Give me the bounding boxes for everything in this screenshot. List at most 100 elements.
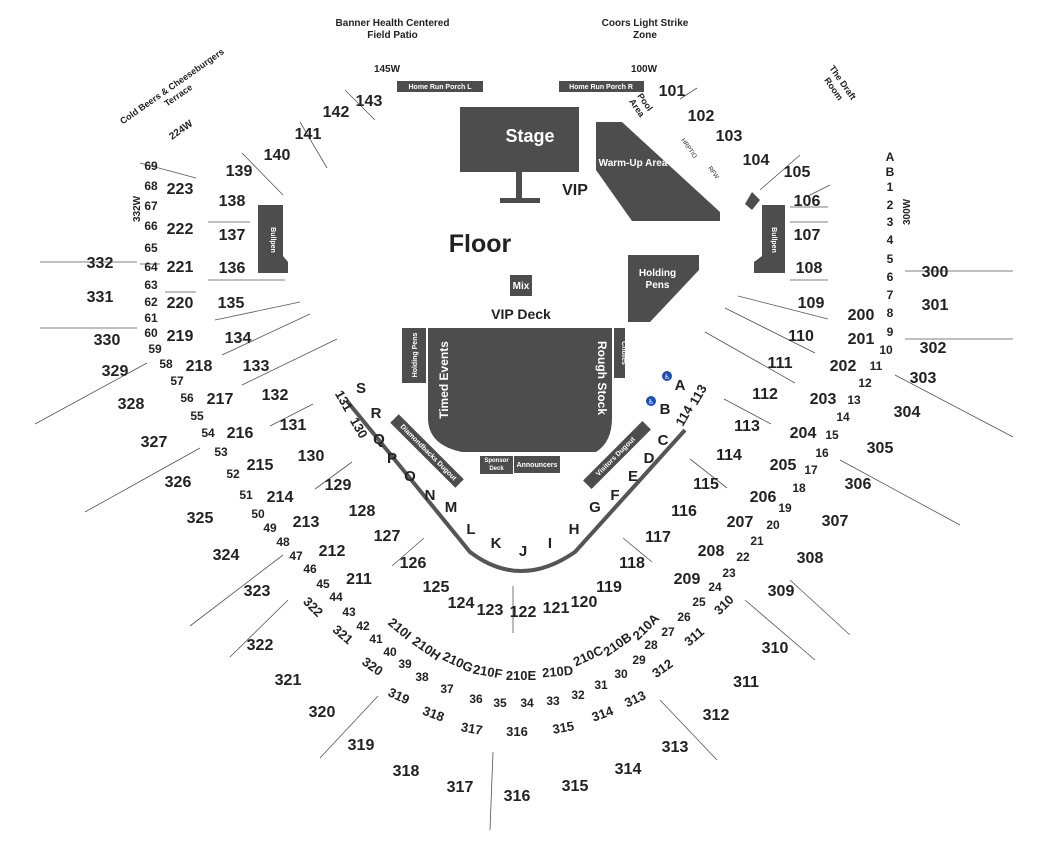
section-315[interactable]: 315	[562, 778, 589, 795]
field-row-j[interactable]: J	[519, 543, 527, 560]
section-41[interactable]: 41	[369, 632, 383, 646]
section-32[interactable]: 32	[571, 688, 585, 702]
section-107[interactable]: 107	[794, 227, 821, 244]
section-33[interactable]: 33	[546, 694, 560, 708]
section-2[interactable]: 2	[887, 198, 894, 212]
section-60[interactable]: 60	[144, 326, 158, 340]
section-130[interactable]: 130	[298, 448, 325, 465]
section-19[interactable]: 19	[778, 501, 792, 515]
field-row-b[interactable]: B	[660, 401, 671, 418]
section-323[interactable]: 323	[244, 583, 271, 600]
section-317[interactable]: 317	[447, 779, 474, 796]
section-138[interactable]: 138	[219, 193, 246, 210]
section-223[interactable]: 223	[167, 181, 194, 198]
section-28[interactable]: 28	[644, 638, 658, 652]
field-row-r[interactable]: R	[371, 405, 382, 422]
field-row-f[interactable]: F	[610, 487, 619, 504]
holding-pens-left[interactable]: Holding Pens	[402, 328, 426, 383]
section-126[interactable]: 126	[400, 555, 427, 572]
section-117[interactable]: 117	[645, 529, 671, 546]
section-10[interactable]: 10	[879, 343, 893, 357]
section-200[interactable]: 200	[848, 307, 875, 324]
section-321[interactable]: 321	[275, 672, 302, 689]
section-214[interactable]: 214	[267, 489, 294, 506]
section-16[interactable]: 16	[815, 446, 829, 460]
section-9[interactable]: 9	[887, 325, 894, 339]
section-56[interactable]: 56	[180, 391, 194, 405]
section-62[interactable]: 62	[144, 295, 158, 309]
section-114[interactable]: 114	[672, 402, 696, 428]
section-312[interactable]: 312	[703, 707, 730, 724]
section-328[interactable]: 328	[118, 396, 145, 413]
field-row-p[interactable]: P	[387, 450, 397, 467]
section-140[interactable]: 140	[264, 147, 291, 164]
bullpen-right[interactable]: Bullpen	[754, 205, 785, 273]
section-114[interactable]: 114	[716, 447, 742, 464]
section-42[interactable]: 42	[356, 619, 370, 633]
section-5[interactable]: 5	[887, 252, 894, 266]
section-217[interactable]: 217	[207, 391, 234, 408]
field-row-o[interactable]: O	[404, 468, 416, 485]
section-210d[interactable]: 210D	[541, 663, 573, 681]
section-24[interactable]: 24	[708, 580, 722, 594]
section-301[interactable]: 301	[922, 297, 949, 314]
field-row-d[interactable]: D	[644, 450, 655, 467]
section-206[interactable]: 206	[750, 489, 777, 506]
section-52[interactable]: 52	[226, 467, 240, 481]
section-210h[interactable]: 210H	[410, 633, 444, 663]
section-139[interactable]: 139	[226, 163, 253, 180]
section-30[interactable]: 30	[614, 667, 628, 681]
section-210i[interactable]: 210I	[385, 615, 414, 643]
section-134[interactable]: 134	[225, 330, 252, 347]
section-211[interactable]: 211	[346, 571, 372, 588]
section-67[interactable]: 67	[144, 199, 158, 213]
section-322[interactable]: 322	[247, 637, 274, 654]
section-319[interactable]: 319	[386, 685, 412, 708]
section-38[interactable]: 38	[415, 670, 429, 684]
field-row-q[interactable]: Q	[373, 431, 385, 448]
section-135[interactable]: 135	[218, 295, 245, 312]
section-1[interactable]: 1	[887, 180, 894, 194]
home-run-porch-l[interactable]: Home Run Porch L	[397, 81, 483, 92]
section-313[interactable]: 313	[622, 688, 648, 711]
section-142[interactable]: 142	[323, 104, 350, 121]
section-17[interactable]: 17	[804, 463, 818, 477]
section-37[interactable]: 37	[440, 682, 454, 696]
section-102[interactable]: 102	[688, 108, 715, 125]
section-25[interactable]: 25	[692, 595, 706, 609]
section-35[interactable]: 35	[493, 696, 507, 710]
section-106[interactable]: 106	[794, 193, 821, 210]
stage[interactable]: Stage	[460, 107, 579, 203]
section-50[interactable]: 50	[251, 507, 265, 521]
sponsor-deck[interactable]: Sponsor Deck	[480, 456, 513, 474]
section-124[interactable]: 124	[448, 595, 475, 612]
section-209[interactable]: 209	[674, 571, 701, 588]
section-46[interactable]: 46	[303, 562, 317, 576]
section-201[interactable]: 201	[848, 331, 875, 348]
section-216[interactable]: 216	[227, 425, 254, 442]
section-331[interactable]: 331	[87, 289, 114, 306]
section-310[interactable]: 310	[762, 640, 789, 657]
section-21[interactable]: 21	[750, 534, 764, 548]
section-213[interactable]: 213	[293, 514, 320, 531]
section-34[interactable]: 34	[520, 696, 534, 710]
section-68[interactable]: 68	[144, 179, 158, 193]
section-116[interactable]: 116	[671, 503, 697, 520]
section-303[interactable]: 303	[910, 370, 937, 387]
section-330[interactable]: 330	[94, 332, 121, 349]
section-215[interactable]: 215	[247, 457, 274, 474]
section-322[interactable]: 322	[300, 594, 326, 620]
field-row-s[interactable]: S	[356, 380, 366, 397]
section-313[interactable]: 313	[662, 739, 689, 756]
section-123[interactable]: 123	[477, 602, 504, 619]
section-316[interactable]: 316	[506, 724, 528, 739]
section-332[interactable]: 332	[87, 255, 114, 272]
section-327[interactable]: 327	[141, 434, 168, 451]
section-111[interactable]: 111	[768, 355, 793, 372]
section-202[interactable]: 202	[830, 358, 857, 375]
field-row-h[interactable]: H	[569, 521, 580, 538]
section-314[interactable]: 314	[590, 703, 616, 725]
section-212[interactable]: 212	[319, 543, 346, 560]
section-316[interactable]: 316	[504, 788, 531, 805]
field-row-l[interactable]: L	[466, 521, 475, 538]
